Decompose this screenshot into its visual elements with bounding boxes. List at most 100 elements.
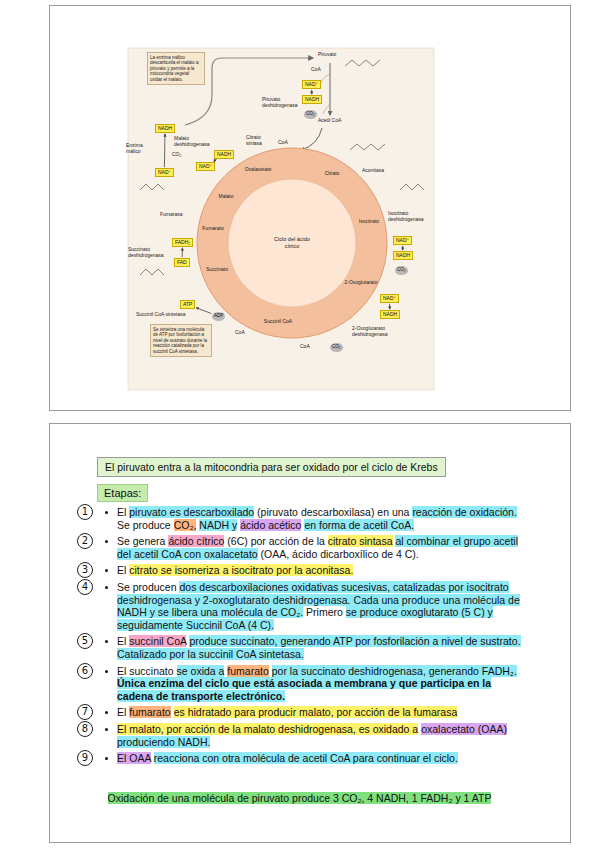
step-text: El succinato	[117, 665, 174, 677]
step-text: se oxida a	[177, 665, 225, 677]
node-text: NAD⁺	[396, 237, 409, 243]
bullet-dot	[105, 670, 108, 673]
step-text: El malato, por acción de la malato deshi…	[117, 723, 418, 735]
node-text: Etapas:	[104, 487, 141, 499]
slide-frame	[50, 424, 571, 843]
figure-label: CoA	[300, 344, 310, 350]
node-text: ADP	[214, 313, 223, 318]
node-text: NADH	[217, 151, 231, 157]
node-text: ATP	[183, 301, 192, 307]
callout-number: 2	[77, 533, 93, 549]
step-paragraph: 4Se producen dos descarboxilaciones oxid…	[117, 581, 522, 631]
node-text: CO₂	[332, 344, 341, 349]
figure-label: Aconitasa	[362, 168, 384, 174]
figure-label: Malato	[218, 194, 233, 200]
callout-number: 7	[77, 704, 93, 720]
callout-box: Se sintetiza una molécula de ATP por fos…	[150, 324, 212, 357]
step-text: oxalacetato (OAA)	[421, 723, 507, 735]
cofactor-arrow	[402, 246, 403, 250]
callout-number: 4	[77, 579, 93, 595]
step-text: El	[117, 506, 126, 518]
summary-line: Oxidación de una molécula de piruvato pr…	[0, 792, 599, 804]
co2-circle: CO₂	[395, 266, 408, 275]
cycle-circle: Ciclo del ácido cítrico	[196, 147, 388, 339]
callout-number: 5	[77, 633, 93, 649]
acetyl-arrow	[301, 128, 322, 150]
summary-text: Oxidación de una molécula de piruvato pr…	[108, 792, 492, 804]
cofactor-arrow	[182, 248, 183, 257]
cofactor-box: NADH	[380, 310, 400, 319]
figure-label: CO₂	[172, 152, 181, 158]
figure-label: 2-Oxoglutarato deshidrogenasa	[352, 326, 414, 338]
bullet-dot	[105, 640, 108, 643]
figure-label: Citrato sintasa	[246, 135, 276, 147]
molecule-sketch	[350, 144, 385, 150]
callout-number: 1	[77, 504, 93, 520]
node-text: NAD⁺	[383, 295, 396, 301]
node-text: FAD	[177, 259, 187, 265]
step-text: Se genera	[117, 535, 165, 547]
figure-label: Fumarasa	[160, 212, 183, 218]
molecule-sketch	[140, 269, 164, 275]
cofactor-box: NADH	[302, 95, 322, 104]
step-text: reacción de oxidación.	[412, 506, 516, 518]
cofactor-box: ATP	[180, 300, 195, 309]
step-text: NADH y	[199, 519, 237, 531]
figure-label: Enzima málico	[126, 143, 152, 155]
step-paragraph: 1El piruvato es descarboxilado (piruvato…	[117, 506, 522, 531]
node-text: NAD⁺	[305, 81, 318, 87]
bullet-dot	[105, 711, 108, 714]
figure-label: CoA	[235, 330, 245, 336]
node-text: NADH	[158, 125, 172, 131]
step-text: produciendo NADH.	[117, 736, 210, 748]
step-text: en forma de acetil CoA.	[304, 519, 414, 531]
node-text: Se sintetiza una molécula de ATP por fos…	[153, 327, 207, 354]
step-text: ácido acético	[240, 519, 301, 531]
node-text: NADH	[305, 96, 319, 102]
step-text: citrato sintasa	[328, 535, 393, 547]
reaction-arrow	[330, 63, 331, 115]
adp-circle: ADP	[212, 312, 225, 321]
molecule-sketch	[400, 184, 424, 190]
node-text: Ciclo del ácido cítrico	[274, 236, 310, 249]
cofactor-arrow	[389, 304, 390, 309]
step-paragraph: 6El succinato se oxida a fumarato por la…	[117, 665, 522, 703]
figure-label: Succinil CoA sintetasa	[136, 312, 185, 318]
callout-number: 8	[77, 721, 93, 737]
step-paragraph: 2Se genera ácido cítrico (6C) por acción…	[117, 535, 522, 560]
node-text: NADH	[383, 311, 397, 317]
figure-label: Isocitrato deshidrogenasa	[388, 211, 428, 223]
molecule-sketch	[140, 184, 164, 190]
bullet-dot	[105, 757, 108, 760]
callout-number: 9	[77, 750, 93, 766]
step-text: El	[117, 564, 126, 576]
step-paragraph: 7El fumarato es hidratado para producir …	[117, 706, 522, 719]
molecule-sketch	[345, 60, 380, 66]
callout-box: La enzima málico descarboxila el malato …	[147, 52, 205, 85]
step-text: succinil CoA	[129, 635, 186, 647]
figure-label: Isocitrato	[359, 219, 379, 225]
step-text: (6C) por acción de la	[227, 535, 324, 547]
cofactor-arrow	[164, 134, 166, 167]
figure-label: Succinil CoA	[264, 319, 292, 325]
cofactor-box: NADH	[214, 150, 234, 159]
figure-label: Piruvato	[318, 52, 336, 58]
callout-number: 3	[77, 562, 93, 578]
node-text: NADH	[396, 252, 410, 258]
step-text: (OAA, ácido dicarboxílico de 4 C).	[261, 548, 419, 560]
step-paragraph: 5El succinil CoA produce succinato, gene…	[117, 635, 522, 660]
figure-label: CoA	[278, 140, 288, 146]
cofactor-arrow	[311, 90, 312, 94]
cofactor-box: NAD⁺	[196, 162, 215, 171]
step-text: El OAA	[117, 752, 151, 764]
step-text: citrato se isomeriza a isocitrato por la…	[129, 564, 353, 576]
bullet-dot	[105, 728, 108, 731]
branch-arrow	[321, 74, 330, 83]
step-text: El	[117, 706, 126, 718]
step-text: reacciona con otra molécula de acetil Co…	[154, 752, 458, 764]
cofactor-box: NAD⁺	[302, 80, 321, 89]
figure-label: Piruvato deshidrogenasa	[262, 97, 300, 109]
step-paragraph: 3El citrato se isomeriza a isocitrato po…	[117, 564, 522, 577]
step-text: fumarato	[129, 706, 170, 718]
